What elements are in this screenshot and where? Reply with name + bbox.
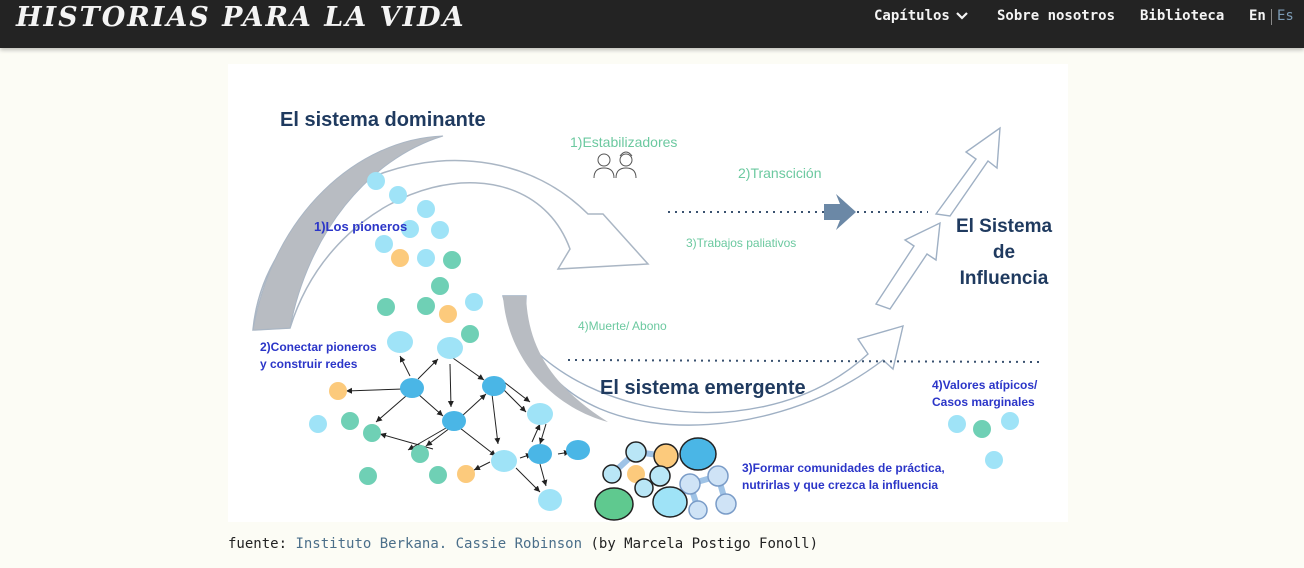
top-navigation-bar: HISTORIAS PARA LA VIDA Capítulos Sobre n…: [0, 0, 1304, 48]
lang-es-link[interactable]: Es: [1277, 8, 1294, 24]
influence-title-line-3: Influencia: [960, 268, 1049, 289]
nav-item-about[interactable]: Sobre nosotros: [997, 8, 1116, 24]
community-cluster: [594, 437, 737, 521]
communities-label-line-2: nutrirlas y que crezca la influencia: [742, 478, 938, 492]
caption-prefix: fuente:: [228, 536, 288, 552]
connect-label-line-1: 2)Conectar pioneros: [260, 340, 377, 354]
systems-change-diagram: El sistema dominante El sistema emergent…: [228, 64, 1068, 522]
influence-title-line-1: El Sistema: [956, 216, 1053, 237]
influence-title-line-2: de: [993, 242, 1015, 263]
communities-label-line-1: 3)Formar comunidades de práctica,: [742, 461, 945, 475]
transition-label: 2)Transcición: [738, 165, 822, 181]
influence-arrow-upper: [934, 126, 1001, 217]
dominant-system-title: El sistema dominante: [280, 109, 486, 131]
death-label: 4)Muerte/ Abono: [578, 319, 667, 333]
dominant-curve-shade: [252, 135, 444, 331]
pioneers-label: 1)Los pioneros: [314, 219, 407, 234]
emergent-system-title: El sistema emergente: [600, 377, 806, 399]
site-logo[interactable]: HISTORIAS PARA LA VIDA: [16, 2, 466, 33]
language-divider: [1271, 9, 1272, 25]
nav-item-library[interactable]: Biblioteca: [1140, 8, 1225, 24]
stabilizers-label: 1)Estabilizadores: [570, 134, 677, 150]
nav-item-chapters[interactable]: Capítulos: [874, 8, 968, 24]
palliative-label: 3)Trabajos paliativos: [686, 236, 796, 250]
caption-source-link[interactable]: Instituto Berkana. Cassie Robinson: [295, 536, 583, 552]
chevron-down-icon: [956, 12, 968, 20]
people-icon: [593, 151, 637, 179]
figure-caption: fuente: Instituto Berkana. Cassie Robins…: [228, 536, 818, 552]
diagram-graphic: El sistema dominante El sistema emergent…: [252, 109, 1053, 521]
emergent-curve-shade: [503, 296, 608, 422]
network-nodes: [309, 172, 1019, 511]
transition-arrow-icon: [824, 194, 856, 230]
nav-chapters-label: Capítulos: [874, 8, 950, 24]
lang-en-link[interactable]: En: [1249, 8, 1266, 24]
dotted-line-emergent: [567, 359, 1041, 363]
outliers-label-line-1: 4)Valores atípicos/: [932, 378, 1038, 392]
outliers-label-line-2: Casos marginales: [932, 395, 1035, 409]
network-links: [345, 355, 571, 493]
influence-arrow-middle: [874, 221, 941, 310]
caption-suffix: (by Marcela Postigo Fonoll): [590, 536, 819, 552]
connect-label-line-2: y construir redes: [260, 357, 358, 371]
emergent-curve-arrow: [502, 295, 904, 426]
